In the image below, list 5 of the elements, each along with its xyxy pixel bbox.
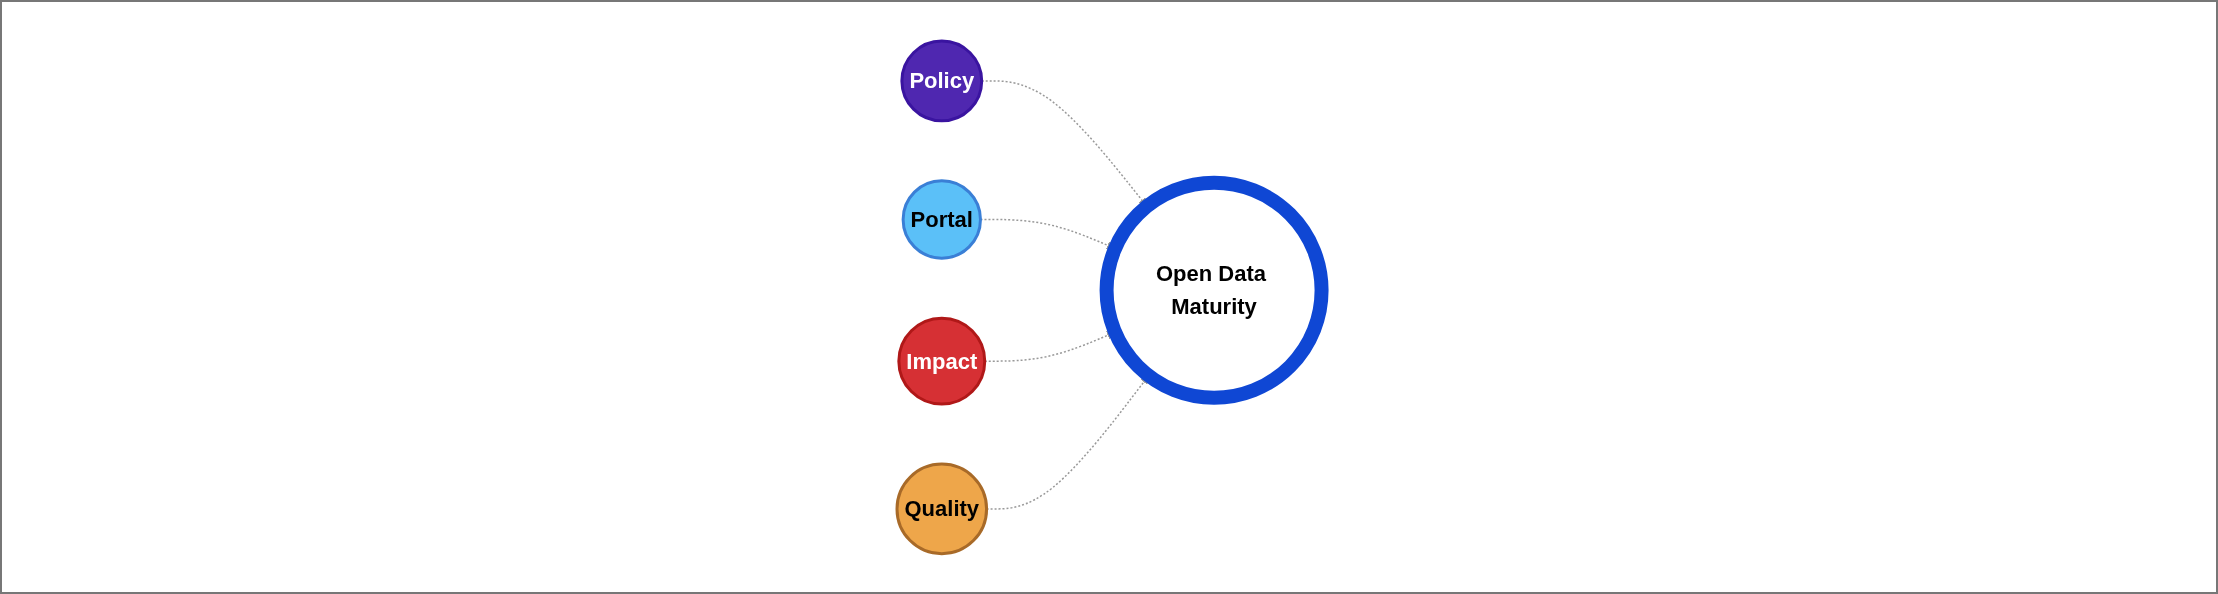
node-circle: Portal bbox=[901, 178, 982, 260]
node-circle: Impact bbox=[897, 316, 986, 406]
node-circle: Policy bbox=[900, 39, 983, 122]
node-circle: Quality bbox=[895, 462, 988, 555]
node-circle: Open Data Maturity bbox=[1099, 175, 1329, 405]
